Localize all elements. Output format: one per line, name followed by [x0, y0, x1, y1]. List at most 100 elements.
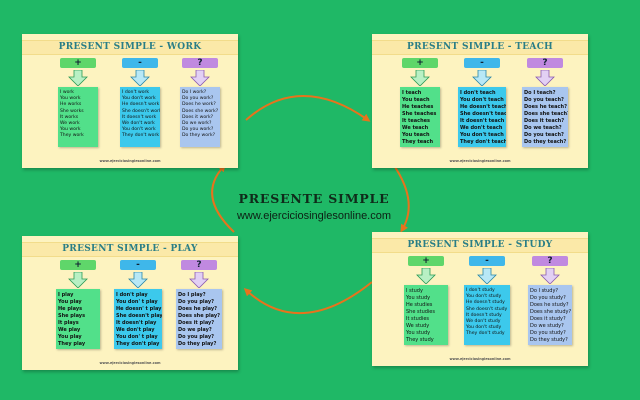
- card-footer-url: www.ejerciciosinglesonline.com: [449, 159, 511, 163]
- list-item: We don't teach: [460, 125, 503, 131]
- list-item: You play: [58, 299, 82, 305]
- list-item: Do they play?: [178, 341, 217, 347]
- list-item: I study: [406, 288, 423, 294]
- question-sign: ?: [527, 58, 563, 68]
- list-item: It doesn't teach: [460, 118, 505, 124]
- down-arrow-icon: [68, 272, 88, 288]
- negative-note: I don't play You don' t play He doesn' t…: [114, 289, 162, 349]
- center-url: www.ejerciciosinglesonline.com: [236, 210, 392, 222]
- list-item: Do they study?: [530, 337, 568, 343]
- list-item: It doesn't study: [466, 312, 502, 318]
- list-item: It doesn't play: [116, 320, 157, 326]
- list-item: It works: [60, 114, 79, 120]
- interrogative-note: Do I play? Do you play? Does he play? Do…: [176, 289, 222, 349]
- card-title: PRESENT SIMPLE - STUDY: [372, 238, 588, 253]
- list-item: Do they work?: [182, 133, 216, 139]
- list-item: I work: [60, 90, 74, 95]
- card-teach: PRESENT SIMPLE - TEACH + I teach You tea…: [372, 34, 588, 168]
- list-item: I don't study: [466, 288, 495, 293]
- question-sign: ?: [532, 256, 568, 266]
- list-item: We don't work: [122, 121, 155, 127]
- list-item: Does it study?: [530, 316, 566, 322]
- cycle-arrow-play-to-work: [211, 163, 235, 233]
- affirmative-note: I play You play He plays She plays It pl…: [56, 289, 100, 349]
- list-item: You don't work: [122, 127, 156, 133]
- minus-sign: -: [469, 256, 505, 266]
- list-item: Does it play?: [178, 320, 215, 326]
- card-title: PRESENT SIMPLE - TEACH: [372, 40, 588, 55]
- list-item: You work: [60, 127, 81, 133]
- list-item: Does he work?: [182, 102, 216, 108]
- list-item: Do they teach?: [524, 139, 567, 145]
- list-item: They don't study: [466, 331, 505, 337]
- list-item: We teach: [402, 125, 429, 131]
- list-item: You play: [58, 334, 82, 340]
- list-item: We don't study: [466, 319, 501, 325]
- list-item: Do we teach?: [524, 125, 562, 131]
- list-item: She doesn't teach: [460, 111, 506, 117]
- list-item: You work: [60, 96, 81, 102]
- question-sign: ?: [181, 260, 217, 270]
- list-item: Does she teach?: [524, 111, 568, 117]
- list-item: He doesn' t play: [116, 306, 162, 312]
- card-footer-url: www.ejerciciosinglesonline.com: [99, 361, 161, 365]
- list-item: Do you play?: [178, 334, 214, 340]
- plus-sign: +: [60, 260, 96, 270]
- down-arrow-icon: [416, 268, 436, 284]
- list-item: Does she study?: [530, 309, 572, 315]
- cycle-arrow-study-to-play: [243, 281, 373, 315]
- minus-sign: -: [122, 58, 158, 68]
- list-item: Does he play?: [178, 306, 218, 312]
- affirmative-note: I study You study He studies She studies…: [404, 285, 448, 345]
- list-item: They work: [60, 133, 84, 139]
- down-arrow-icon: [190, 70, 210, 86]
- list-item: Do we study?: [530, 323, 564, 329]
- list-item: Does she work?: [182, 108, 219, 114]
- negative-note: I don't study You don't study He doesn't…: [464, 285, 510, 345]
- list-item: You don't study: [466, 325, 502, 331]
- list-item: She teaches: [402, 111, 437, 117]
- list-item: Does he teach?: [524, 104, 567, 110]
- plus-sign: +: [402, 58, 438, 68]
- list-item: You teach: [402, 97, 430, 103]
- plus-sign: +: [408, 256, 444, 266]
- list-item: He teaches: [402, 104, 434, 110]
- list-item: They don't work: [122, 133, 160, 139]
- card-footer-url: www.ejerciciosinglesonline.com: [449, 357, 511, 361]
- down-arrow-icon: [130, 70, 150, 86]
- card-title: PRESENT SIMPLE - PLAY: [22, 242, 238, 257]
- list-item: She doesn't play: [116, 313, 162, 319]
- list-item: He doesn't study: [466, 300, 505, 306]
- list-item: They study: [406, 337, 434, 343]
- list-item: He studies: [406, 302, 433, 308]
- list-item: It studies: [406, 316, 430, 322]
- list-item: We don't play: [116, 327, 155, 333]
- list-item: Do you study?: [530, 295, 566, 301]
- list-item: Do you study?: [530, 330, 566, 336]
- cycle-arrow-work-to-teach: [245, 95, 371, 122]
- list-item: She doesn't work: [122, 108, 160, 114]
- plus-sign: +: [60, 58, 96, 68]
- list-item: Does she play?: [178, 313, 221, 319]
- list-item: She studies: [406, 309, 435, 315]
- list-item: You study: [406, 330, 431, 336]
- down-arrow-icon: [535, 70, 555, 86]
- minus-sign: -: [464, 58, 500, 68]
- list-item: Does he study?: [530, 302, 569, 308]
- negative-note: I don't work You don't work He doesn't w…: [120, 87, 160, 147]
- list-item: Do you teach?: [524, 132, 564, 138]
- card-work: PRESENT SIMPLE - WORK + I work You work …: [22, 34, 238, 168]
- list-item: Do you teach?: [524, 97, 564, 103]
- down-arrow-icon: [540, 268, 560, 284]
- list-item: You don' t play: [116, 334, 158, 340]
- list-item: I don't play: [116, 292, 148, 298]
- card-title: PRESENT SIMPLE - WORK: [22, 40, 238, 55]
- list-item: They play: [58, 341, 86, 347]
- card-study: PRESENT SIMPLE - STUDY + I study You stu…: [372, 232, 588, 366]
- interrogative-note: Do I teach? Do you teach? Does he teach?…: [522, 87, 568, 147]
- list-item: I teach: [402, 90, 422, 96]
- down-arrow-icon: [189, 272, 209, 288]
- list-item: I don't work: [122, 90, 150, 95]
- list-item: Do you work?: [182, 127, 214, 133]
- list-item: Do you work?: [182, 96, 214, 102]
